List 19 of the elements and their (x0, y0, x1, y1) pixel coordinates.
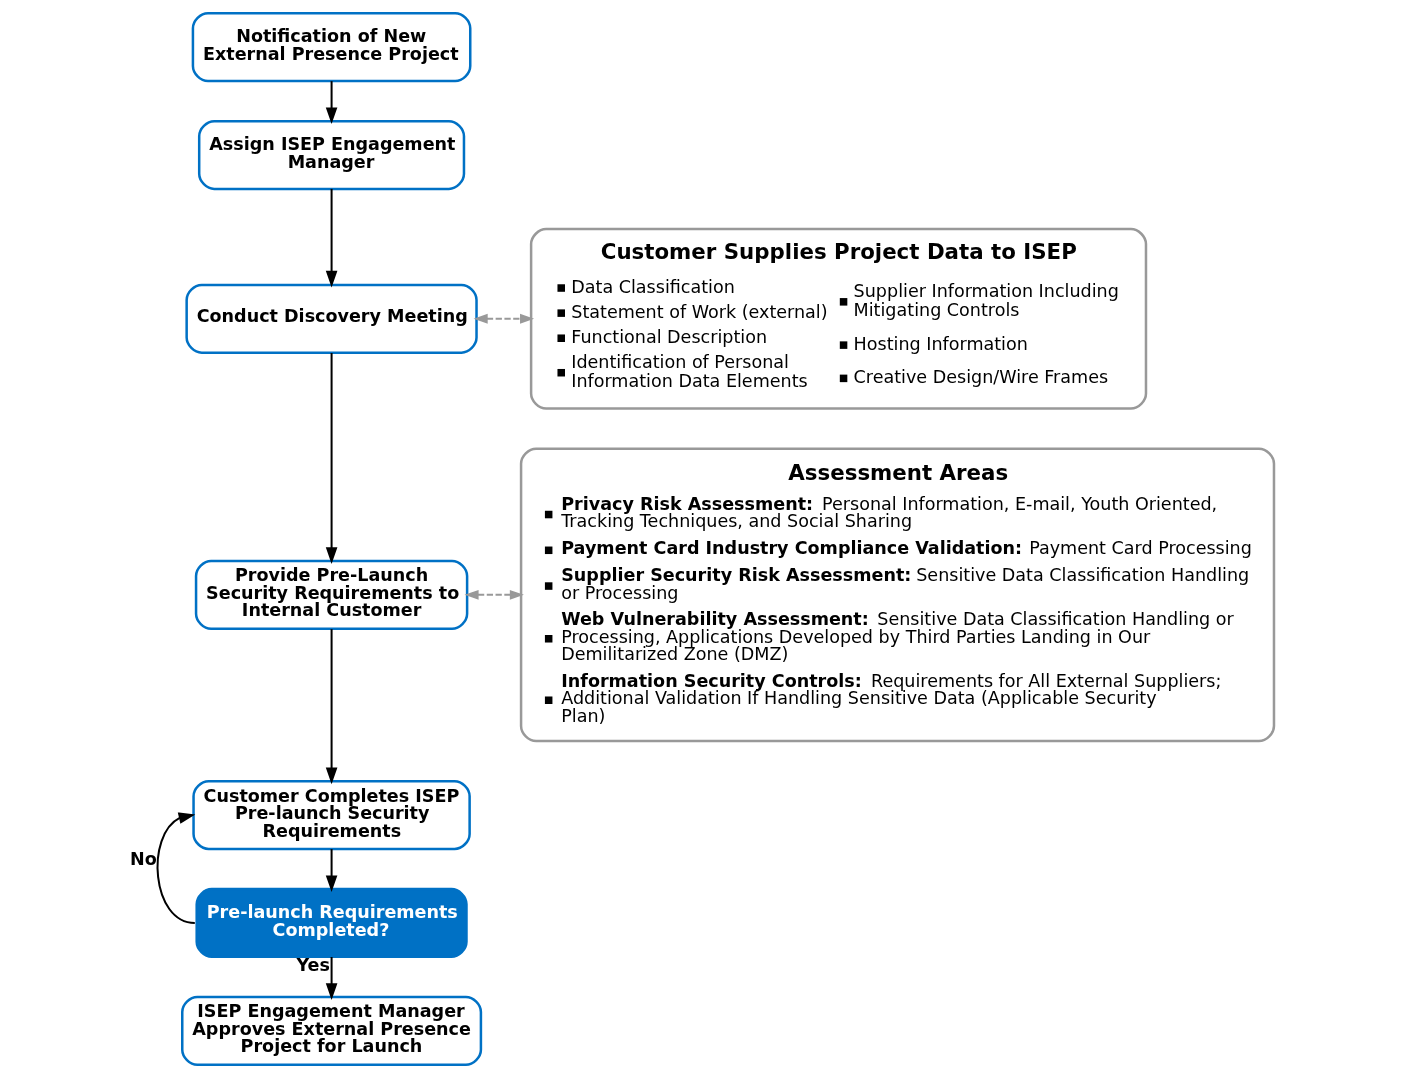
arrow (473, 313, 534, 324)
arrow (325, 849, 337, 893)
arrow (464, 589, 524, 600)
node-box: Assign ISEP Engagement Manager (197, 119, 465, 191)
arrow (325, 188, 337, 288)
node-box: Assessment Areas Privacy Risk Assessment: Personal Information, E-mail, Youth Oriented, Tracking Techniques, and Social Sharing Payment Card Industry Compliance Validation: Payment Card Processing Supplier Security Risk Assessment: Sensitive Data Classification Handling or Processing Web Vulnerability Assessment: Sensitive Data Classification Handling or Processing, Applications Developed by Third Parties Landing in Our Demilitarized Zone (DMZ) Information Security Controls: Requirements for All External Suppliers; Additional Validation If Handling Sensitive Data (Applicable Security Plan) (519, 447, 1275, 743)
node-box: ISEP Engagement Manager Approves External Presence Project for Launch (180, 995, 482, 1067)
node-box: Notification of New External Presence Project (191, 11, 471, 83)
arrow (156, 812, 195, 924)
node-box: Customer Completes ISEP Pre-launch Security Requirements (191, 779, 471, 851)
node-box: Pre-launch Requirements Completed? (194, 887, 468, 959)
arrow (325, 957, 337, 1000)
node-box: Provide Pre-Launch Security Requirements to Internal Customer (194, 559, 468, 630)
node-box: Customer Supplies Project Data to ISEP Data Classification Statement of Work (external) Functional Description Identification of Personal Information Data Elements Supplier Information Including Mitigating Controls Hosting Information Creative Design/Wire Frames (529, 227, 1147, 410)
arrow (325, 81, 337, 125)
edge-label: No (129, 848, 157, 869)
node-box: Conduct Discovery Meeting (184, 283, 478, 354)
arrow (325, 353, 337, 564)
arrow (325, 629, 337, 785)
